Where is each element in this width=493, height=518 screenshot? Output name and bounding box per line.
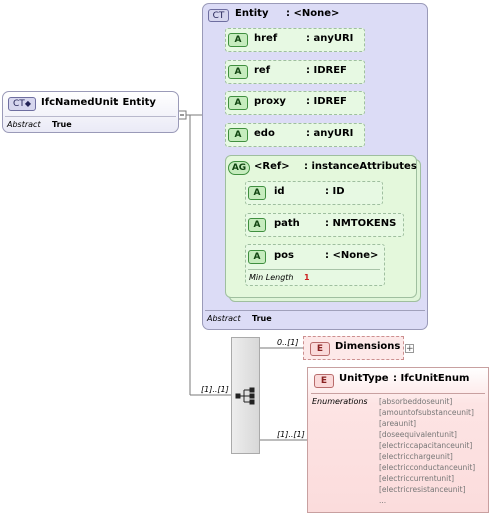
root-name: IfcNamedUnit — [41, 97, 118, 108]
attribute-group-icon: AG — [228, 161, 250, 175]
attribute-type: : IDREF — [306, 96, 347, 107]
attribute-icon: A — [248, 250, 266, 264]
element-unittype[interactable]: E UnitType : IfcUnitEnum Enumerations [a… — [307, 367, 489, 513]
root-divider — [5, 116, 176, 117]
attribute-icon: A — [248, 218, 266, 232]
attribute-name: path — [274, 218, 300, 229]
attribute-type: : ID — [325, 186, 345, 197]
dimensions-cardinality: 0..[1] — [277, 338, 299, 347]
attribute-type: : anyURI — [306, 33, 354, 44]
enumeration-item: [electriccurrentunit] — [379, 474, 455, 483]
attribute-name: pos — [274, 250, 294, 261]
element-name: Dimensions — [335, 341, 401, 352]
group-type: : instanceAttributes — [304, 161, 417, 172]
enumeration-item: ... — [379, 496, 387, 505]
sequence-cardinality: [1]..[1] — [201, 385, 229, 394]
attribute-edo[interactable]: A edo : anyURI — [225, 123, 365, 147]
enumeration-item: [electriccapacitanceunit] — [379, 441, 473, 450]
complex-type-icon: CT◆ — [8, 97, 36, 111]
unittype-cardinality: [1]..[1] — [277, 430, 305, 439]
attribute-name: proxy — [254, 96, 286, 107]
root-abstract-value: True — [52, 120, 72, 129]
attribute-type: : IDREF — [306, 65, 347, 76]
attribute-path[interactable]: A path : NMTOKENS — [245, 213, 404, 237]
enumeration-item: [electricconductanceunit] — [379, 463, 476, 472]
group-ref-name: <Ref> — [254, 161, 290, 172]
attribute-type: : anyURI — [306, 128, 354, 139]
enumerations-label: Enumerations — [312, 397, 368, 406]
attribute-type: : NMTOKENS — [325, 218, 397, 229]
element-icon: E — [310, 342, 330, 356]
attribute-proxy[interactable]: A proxy : IDREF — [225, 91, 365, 115]
element-divider — [311, 393, 485, 394]
attribute-id[interactable]: A id : ID — [245, 181, 383, 205]
attribute-icon: A — [248, 186, 266, 200]
sequence-compositor[interactable] — [231, 337, 260, 454]
entity-type: : <None> — [286, 8, 340, 19]
entity-abstract-value: True — [252, 314, 272, 323]
enumeration-item: [electricchargeunit] — [379, 452, 453, 461]
attribute-type: : <None> — [325, 250, 379, 261]
sequence-icon — [235, 387, 255, 405]
root-abstract-label: Abstract — [7, 120, 41, 129]
expand-icon[interactable]: + — [405, 344, 414, 354]
facet-value: 1 — [304, 273, 310, 282]
attribute-name: href — [254, 33, 278, 44]
attribute-icon: A — [228, 96, 248, 110]
attribute-icon: A — [228, 65, 248, 79]
attribute-name: ref — [254, 65, 271, 76]
element-name: UnitType — [339, 373, 389, 384]
enumeration-item: [electricresistanceunit] — [379, 485, 466, 494]
enumeration-item: [doseequivalentunit] — [379, 430, 457, 439]
element-icon: E — [314, 374, 334, 388]
enumeration-item: [amountofsubstanceunit] — [379, 408, 474, 417]
entity-divider — [205, 310, 425, 311]
facet-label: Min Length — [249, 273, 294, 282]
element-type: : IfcUnitEnum — [393, 373, 470, 384]
attribute-icon: A — [228, 33, 248, 47]
complex-type-icon: CT — [208, 9, 229, 22]
element-dimensions[interactable]: E Dimensions — [303, 336, 404, 360]
attribute-icon: A — [228, 128, 248, 142]
attribute-ref[interactable]: A ref : IDREF — [225, 60, 365, 84]
attribute-name: edo — [254, 128, 275, 139]
enumeration-item: [areaunit] — [379, 419, 417, 428]
enumeration-item: [absorbeddoseunit] — [379, 397, 453, 406]
attribute-pos[interactable]: A pos : <None> Min Length 1 — [245, 244, 385, 286]
facet-divider — [248, 269, 380, 270]
entity-abstract-label: Abstract — [207, 314, 241, 323]
entity-name: Entity — [235, 8, 269, 19]
root-type: : Entity — [115, 97, 156, 108]
root-complex-type[interactable]: CT◆ IfcNamedUnit : Entity Abstract True — [2, 91, 179, 133]
attribute-href[interactable]: A href : anyURI — [225, 28, 365, 52]
attribute-name: id — [274, 186, 285, 197]
